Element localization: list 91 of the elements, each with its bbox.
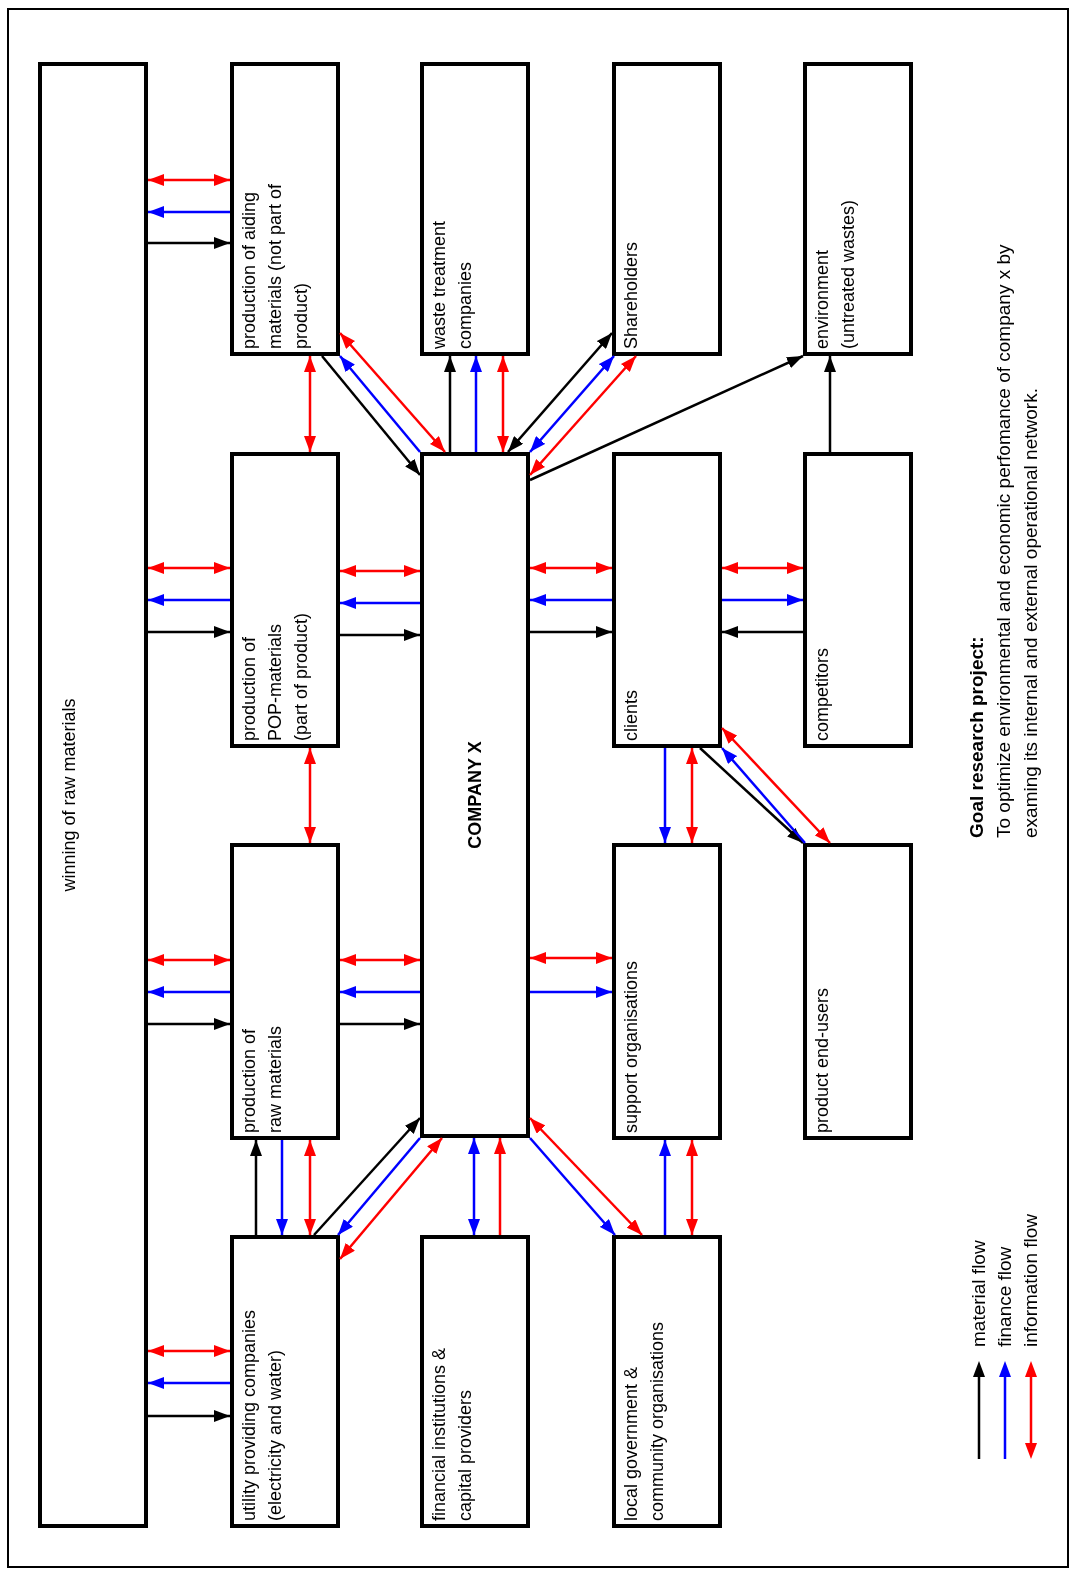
arrow: [530, 626, 612, 638]
arrow: [148, 174, 230, 186]
arrow: [148, 954, 230, 966]
arrow: [276, 1140, 288, 1235]
arrow: [699, 747, 804, 844]
arrow: [339, 355, 421, 453]
arrow: [148, 626, 230, 638]
box-label: winning of raw materials: [58, 698, 80, 892]
box-label: production of raw materials: [238, 1024, 286, 1133]
arrow: [148, 1410, 230, 1422]
arrow: [148, 594, 230, 606]
process-box: [612, 843, 722, 1140]
box-label: clients: [620, 689, 642, 741]
box-label: COMPANY X: [464, 741, 486, 849]
arrow: [148, 562, 230, 574]
box-label: competitors: [811, 647, 833, 741]
arrow: [529, 354, 804, 482]
process-box: [803, 843, 913, 1140]
arrow: [444, 356, 456, 452]
goal-heading: Goal research project:: [965, 635, 988, 838]
arrow: [148, 206, 230, 218]
process-box: [230, 452, 340, 748]
arrow: [340, 986, 420, 998]
arrow: [721, 747, 806, 844]
goal-description: To optimize environmental and economic perfomance of company x by examing its internal and external operational network.: [992, 243, 1042, 838]
box-label: utility providing companies (electricity and water): [238, 1308, 286, 1521]
arrow: [530, 952, 612, 964]
arrow: [304, 748, 316, 843]
arrow: [529, 1117, 643, 1236]
arrow: [337, 1137, 421, 1236]
process-box: [803, 452, 913, 748]
arrow: [722, 594, 803, 606]
arrow: [530, 562, 612, 574]
arrow: [250, 1140, 262, 1235]
arrow: [530, 594, 612, 606]
arrow: [686, 1140, 698, 1235]
arrow: [470, 356, 482, 452]
arrow: [148, 1377, 230, 1389]
process-box: [420, 452, 530, 1138]
arrow: [321, 355, 421, 476]
process-box: [420, 62, 530, 356]
arrow: [339, 1137, 443, 1260]
arrow: [340, 1018, 420, 1030]
arrow: [824, 356, 836, 452]
arrow: [529, 355, 637, 476]
arrow: [507, 332, 613, 453]
arrow: [339, 332, 446, 453]
arrow: [530, 986, 612, 998]
process-box: [38, 62, 148, 1528]
arrow: [340, 565, 420, 577]
box-label: support organisations: [620, 960, 642, 1133]
legend-label: finance flow: [993, 1246, 1016, 1347]
legend-label: information flow: [1019, 1213, 1042, 1347]
box-label: production of aiding materials (not part of product): [238, 182, 312, 349]
process-box: [612, 62, 722, 356]
arrow: [340, 954, 420, 966]
process-box: [230, 62, 340, 356]
arrow: [313, 1117, 421, 1236]
arrow: [494, 1138, 506, 1235]
box-label: waste treatment companies: [428, 219, 476, 349]
box-label: product end-users: [811, 987, 833, 1133]
arrow: [304, 356, 316, 452]
arrow: [148, 1345, 230, 1357]
arrow: [148, 1018, 230, 1030]
box-label: production of POP-materials (part of product): [238, 611, 312, 741]
arrow: [497, 356, 509, 452]
arrow: [304, 1140, 316, 1235]
arrow: [659, 748, 671, 843]
arrow: [468, 1138, 480, 1235]
box-label: local government & community organisations: [620, 1320, 668, 1521]
arrow: [722, 562, 803, 574]
process-box: [230, 843, 340, 1140]
arrow: [148, 986, 230, 998]
arrow: [721, 727, 831, 844]
arrow: [686, 748, 698, 843]
legend-label: material flow: [967, 1240, 990, 1347]
arrow: [722, 626, 803, 638]
arrow: [340, 597, 420, 609]
process-box: [420, 1235, 530, 1528]
process-box: [612, 1235, 722, 1528]
process-box: [230, 1235, 340, 1528]
arrow: [529, 355, 615, 453]
process-box: [803, 62, 913, 356]
box-label: Shareholders: [620, 241, 642, 349]
box-label: financial institutions & capital providers: [428, 1346, 476, 1521]
arrow: [659, 1140, 671, 1235]
arrow: [529, 1137, 616, 1236]
arrow: [148, 237, 230, 249]
process-box: [612, 452, 722, 748]
box-label: environment (untreated wastes): [811, 198, 859, 349]
arrow: [340, 629, 420, 641]
